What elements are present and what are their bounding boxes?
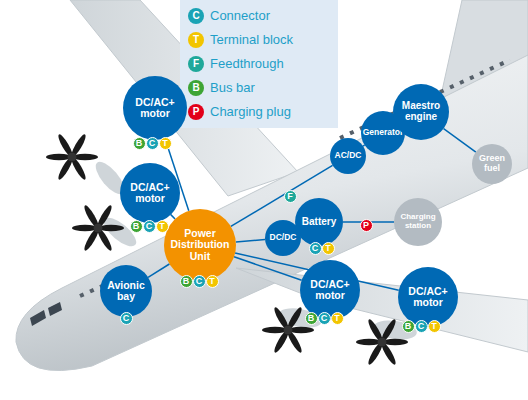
component-name: DC/DC — [266, 233, 300, 242]
component-name: Green fuel — [474, 154, 510, 173]
connection-line — [148, 264, 169, 277]
part-badge: F — [284, 190, 297, 203]
legend-text: Connector — [210, 9, 270, 22]
part-badge: C — [146, 137, 159, 150]
connection-line — [444, 129, 476, 153]
legend-text: Bus bar — [210, 81, 255, 94]
legend-text: Charging plug — [210, 105, 291, 118]
component-circle: Avionic bay — [100, 265, 152, 317]
part-badge: T — [159, 137, 172, 150]
legend-letter: T — [190, 34, 203, 47]
connection-line — [236, 240, 265, 242]
part-badge: C — [309, 242, 322, 255]
part-badge: P — [360, 219, 373, 232]
component-name: DC/AC+ motor — [127, 97, 183, 120]
component-circle: DC/AC+ motor — [300, 260, 360, 320]
part-badge: C — [318, 312, 331, 325]
part-badge: B — [402, 320, 415, 333]
part-badge: B — [133, 137, 146, 150]
legend-letter: P — [190, 106, 203, 119]
component-circle: Power Distribution Unit — [164, 209, 236, 281]
component-name: Maestro engine — [396, 101, 446, 123]
part-badge: T — [322, 242, 335, 255]
component-name: Charging station — [396, 213, 440, 230]
part-badge: C — [193, 275, 206, 288]
part-badge: C — [143, 220, 156, 233]
legend-letter: B — [190, 82, 203, 95]
part-badge: T — [331, 312, 344, 325]
part-badge: T — [428, 320, 441, 333]
component-name: Avionic bay — [103, 280, 149, 303]
part-badge: T — [206, 275, 219, 288]
component-name: DC/AC+ motor — [123, 182, 177, 205]
component-name: DC/AC+ motor — [303, 279, 357, 302]
component-circle: DC/AC+ motor — [123, 76, 187, 140]
component-name: Battery — [297, 217, 341, 228]
component-circle: Green fuel — [472, 144, 512, 184]
part-badge: B — [130, 220, 143, 233]
part-badge: T — [156, 220, 169, 233]
component-name: Power Distribution Unit — [166, 228, 234, 262]
component-circle: AC/DC — [330, 138, 366, 174]
component-name: Generator — [362, 128, 404, 137]
part-badge: B — [305, 312, 318, 325]
part-badge: C — [120, 312, 133, 325]
component-name: DC/AC+ motor — [401, 286, 455, 309]
component-circle: Maestro engine — [393, 84, 449, 140]
legend-letter: F — [190, 58, 203, 71]
part-badge: B — [180, 275, 193, 288]
component-circle: Charging station — [394, 198, 442, 246]
component-circle: DC/AC+ motor — [120, 163, 180, 223]
component-circle: DC/AC+ motor — [398, 267, 458, 327]
legend-text: Terminal block — [210, 33, 293, 46]
legend-text: Feedthrough — [210, 57, 284, 70]
legend-letter: C — [190, 10, 203, 23]
part-badge: C — [415, 320, 428, 333]
component-circle: Battery — [295, 198, 343, 246]
component-name: AC/DC — [331, 151, 365, 160]
